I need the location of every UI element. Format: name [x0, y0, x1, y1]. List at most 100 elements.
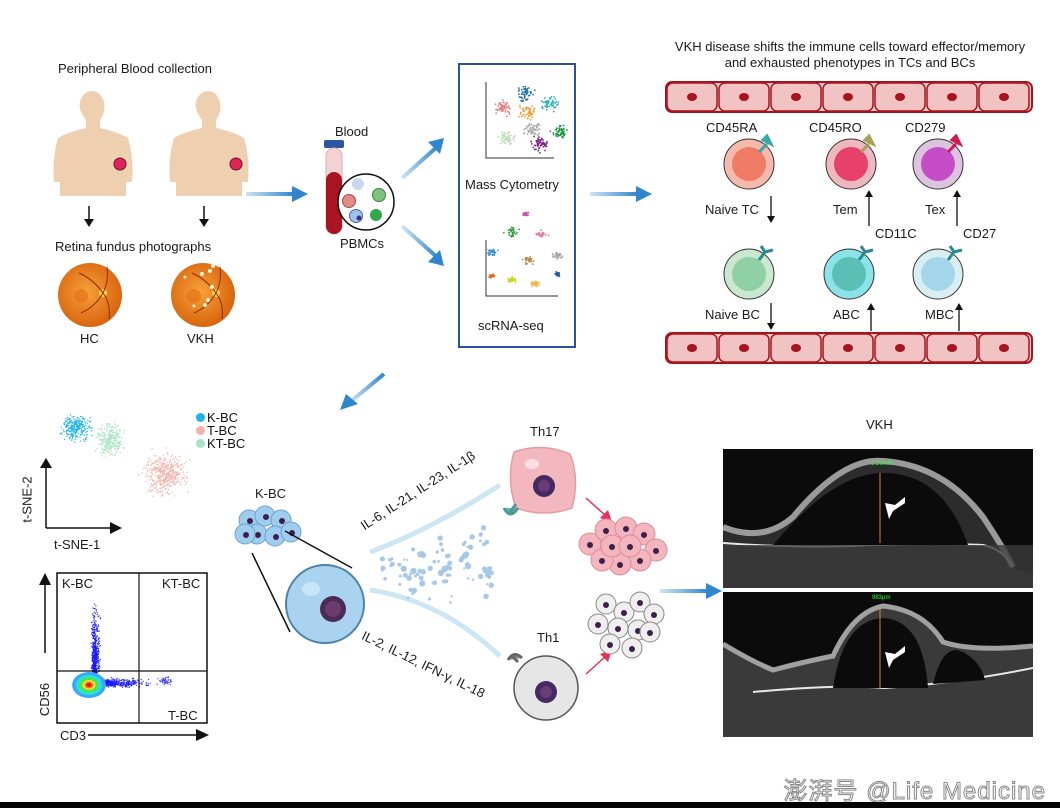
cytof-axes — [485, 82, 554, 159]
cytof-point — [540, 143, 543, 146]
flow-point — [95, 636, 97, 638]
tsne-point — [175, 471, 178, 473]
scrna-point — [493, 252, 496, 255]
tsne-point — [82, 433, 84, 435]
scrna-point — [493, 250, 495, 253]
tsne-point — [159, 476, 161, 479]
pbmc-label: PBMCs — [340, 236, 385, 251]
tsne-point — [165, 467, 168, 470]
flow-point — [93, 607, 95, 610]
cytof-point — [518, 93, 520, 96]
flow-point — [115, 683, 117, 686]
tsne-point — [163, 474, 165, 476]
cytof-point — [556, 130, 559, 133]
flow-point — [97, 644, 99, 646]
flow-point — [94, 662, 96, 664]
tsne-point — [77, 420, 79, 422]
flow-point — [95, 624, 97, 626]
tsne-point — [117, 433, 120, 436]
cytof-point — [542, 139, 544, 141]
cytof-point — [504, 135, 507, 138]
tsne-point — [64, 418, 67, 420]
cell-nucleus — [687, 93, 697, 101]
flow-point — [133, 681, 135, 683]
flow-point — [95, 647, 97, 649]
tsne-point — [110, 428, 112, 431]
tsne-point — [103, 438, 106, 440]
flow-point — [148, 678, 150, 681]
tsne-point — [153, 467, 155, 470]
tsne-point — [103, 432, 106, 434]
cytokine-dot — [482, 568, 487, 574]
tsne-point — [153, 480, 155, 482]
cytof-point — [531, 112, 533, 115]
tsne-point — [79, 415, 82, 418]
tsne-point — [63, 423, 66, 426]
tsne-point — [84, 420, 86, 422]
tsne-point — [78, 425, 80, 427]
tsne-point — [107, 423, 110, 425]
flow-point — [96, 661, 98, 663]
flow-point — [97, 655, 100, 657]
tsne-point — [171, 482, 173, 484]
cytof-point — [562, 124, 565, 127]
tsne-point — [110, 450, 113, 453]
tsne-point — [173, 457, 175, 460]
tsne-point — [169, 467, 172, 470]
cytof-point — [540, 100, 543, 102]
flow-point — [93, 666, 95, 669]
blood-tube-illustration — [324, 140, 395, 235]
tsne-point — [123, 429, 126, 432]
kbc-nucleus — [279, 518, 285, 524]
cytof-point — [506, 140, 509, 143]
flow-point — [96, 629, 98, 631]
methods-box — [458, 63, 576, 348]
flow-point — [98, 642, 101, 645]
flow-point — [91, 666, 93, 668]
flow-point — [92, 607, 94, 609]
tsne-point — [157, 469, 159, 471]
tsne-point — [106, 445, 109, 447]
tsne-point — [68, 422, 70, 424]
flow-point — [161, 679, 163, 681]
flow-point — [96, 643, 99, 645]
flow-x-axis-arrow — [88, 729, 209, 741]
tsne-point — [177, 480, 179, 483]
flow-point — [93, 628, 95, 631]
flow-point — [119, 680, 121, 682]
cytof-point — [542, 145, 545, 148]
cytof-point — [533, 127, 536, 130]
vkh-torso-illustration — [169, 91, 249, 196]
flow-point — [166, 681, 168, 683]
scrna-point — [534, 282, 537, 285]
scrna-point — [557, 271, 559, 274]
cytof-point — [526, 125, 528, 128]
tsne-point — [101, 448, 103, 450]
cell-nucleus — [843, 344, 853, 352]
cytof-point — [508, 113, 511, 116]
scrna-point — [531, 281, 534, 283]
tsne-point — [172, 476, 174, 479]
marker-cd45ro: CD45RO — [809, 120, 862, 135]
cytokine-dot — [427, 597, 431, 601]
tsne-point — [84, 428, 87, 431]
tex-cell-icon — [912, 133, 964, 190]
flow-point — [92, 613, 94, 615]
tsne-point — [110, 445, 113, 448]
cytof-point — [513, 135, 516, 138]
cytof-point — [545, 101, 548, 104]
flow-point — [94, 615, 96, 617]
tsne-point — [168, 468, 170, 470]
cytokine-dot — [381, 569, 384, 573]
flow-point — [90, 633, 93, 635]
tsne-point — [83, 434, 86, 437]
tsne-point — [186, 471, 189, 473]
tsne-point — [183, 473, 185, 476]
tsne-point — [165, 478, 167, 481]
scrna-point — [513, 231, 516, 233]
tsne-point — [156, 460, 158, 463]
legend-item-tbc: T-BC — [196, 423, 245, 438]
cytof-point — [533, 148, 536, 151]
cytof-point — [536, 129, 539, 131]
tsne-point — [113, 432, 115, 434]
